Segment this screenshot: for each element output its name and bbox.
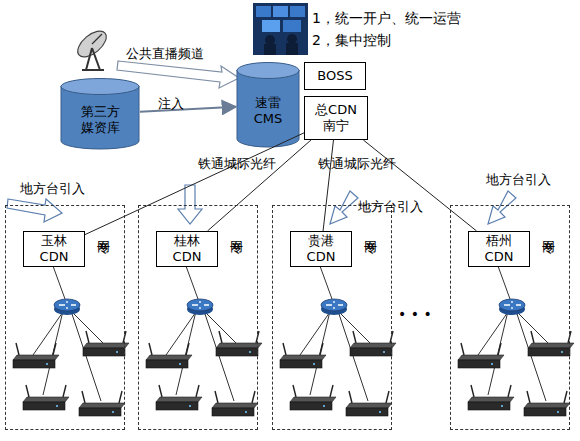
fiber-link xyxy=(323,140,333,231)
network-group: 专网梧州 CDN xyxy=(450,205,570,430)
network-group: 专网贵港 CDN xyxy=(272,205,392,430)
network-group: 专网桂林 CDN xyxy=(138,205,258,430)
edge-label: 铁通城际光纤 xyxy=(318,156,396,172)
network-group: 专网玉林 CDN xyxy=(5,205,125,430)
fiber-link xyxy=(363,140,476,231)
edge-label: 铁通城际光纤 xyxy=(198,156,276,172)
control-room-photo xyxy=(253,3,308,55)
cdn-box: 桂林 CDN xyxy=(156,231,218,267)
annotation-label: 地方台引入 xyxy=(486,172,551,188)
satellite-dish xyxy=(73,26,111,70)
annotation-label: 地方台引入 xyxy=(20,181,85,197)
node-text: 第三方 媒资库 xyxy=(75,104,125,136)
annotation-label: 地方台引入 xyxy=(358,199,423,215)
node-text: 速雷 CMS xyxy=(247,95,289,127)
edge-label: 注入 xyxy=(158,96,184,112)
database-cylinder: 速雷 CMS xyxy=(236,62,300,148)
annotation-label: 公共直播频道 xyxy=(126,46,204,62)
annotation-label: 1，统一开户、统一运营 xyxy=(312,10,461,26)
flow-arrow xyxy=(140,107,236,112)
annotation-label: 2，集中控制 xyxy=(312,32,391,48)
network-illustration xyxy=(13,266,574,416)
annotation-label: • • • xyxy=(398,306,432,322)
node-text: 桂林 CDN xyxy=(169,233,205,265)
node-text: 贵港 CDN xyxy=(303,233,339,265)
cdn-box: 贵港 CDN xyxy=(290,231,352,267)
cdn-box: 玉林 CDN xyxy=(23,231,85,267)
node-text: 总CDN 南宁 xyxy=(311,102,361,134)
node-text: BOSS xyxy=(317,68,352,84)
server-box: BOSS xyxy=(304,62,366,90)
node-text: 玉林 CDN xyxy=(36,233,72,265)
database-cylinder: 第三方 媒资库 xyxy=(60,78,140,150)
node-text: 梧州 CDN xyxy=(481,233,517,265)
server-box: 总CDN 南宁 xyxy=(304,96,368,140)
cdn-box: 梧州 CDN xyxy=(468,231,530,267)
fiber-link xyxy=(207,140,311,231)
